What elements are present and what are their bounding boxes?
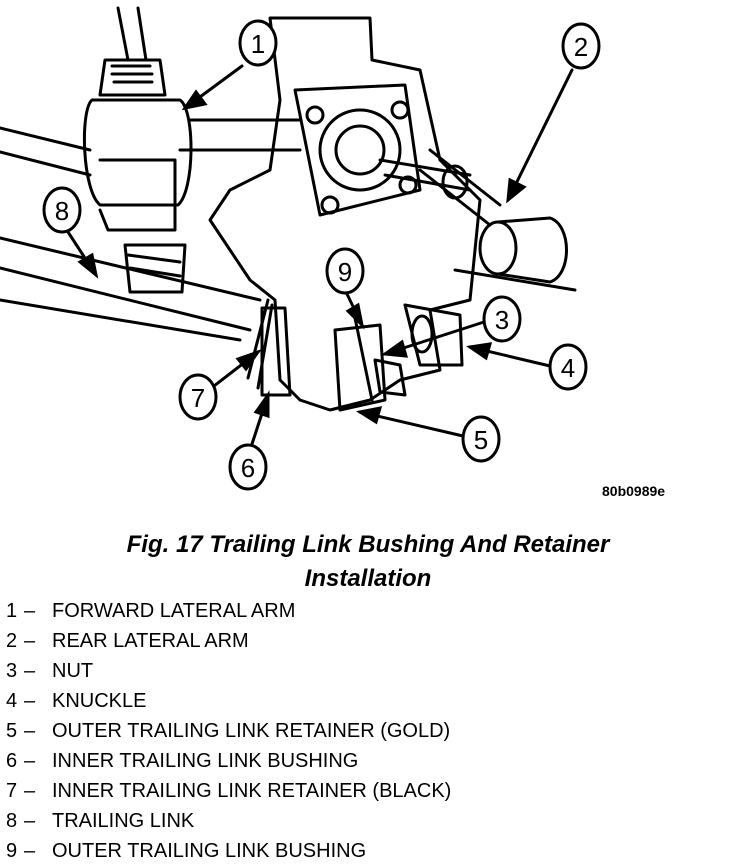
legend-number: 8 [6, 810, 18, 832]
legend-item: 3–NUT [6, 656, 451, 686]
figure-caption: Fig. 17 Trailing Link Bushing And Retain… [0, 528, 736, 596]
callout-7-number: 7 [191, 383, 205, 413]
rear-lateral-arm-drawing [418, 148, 577, 292]
legend-number: 2 [6, 630, 18, 652]
legend-label: INNER TRAILING LINK BUSHING [52, 750, 359, 772]
legend-item: 6–INNER TRAILING LINK BUSHING [6, 746, 451, 776]
callout-2-number: 2 [574, 32, 588, 62]
legend-dash: – [24, 600, 36, 622]
legend-label: OUTER TRAILING LINK RETAINER (GOLD) [52, 720, 451, 742]
legend-number: 7 [6, 780, 18, 802]
legend-dash: – [24, 750, 36, 772]
callout-3 [380, 295, 522, 358]
callout-4 [466, 342, 588, 391]
trailing-link-drawing [0, 236, 262, 342]
legend-dash: – [24, 810, 36, 832]
callout-9 [325, 247, 365, 330]
suspension-illustration: 1 2 3 4 5 6 7 8 9 [0, 6, 601, 491]
callout-2 [506, 22, 601, 204]
legend-dash: – [24, 690, 36, 712]
legend-dash: – [24, 780, 36, 802]
legend-item: 5–OUTER TRAILING LINK RETAINER (GOLD) [6, 716, 451, 746]
legend-item: 7–INNER TRAILING LINK RETAINER (BLACK) [6, 776, 451, 806]
legend-item: 9–OUTER TRAILING LINK BUSHING [6, 836, 451, 866]
legend-list: 1–FORWARD LATERAL ARM 2–REAR LATERAL ARM… [6, 596, 451, 866]
forward-lateral-arm-drawing [0, 6, 302, 294]
legend-label: NUT [52, 660, 94, 682]
bushing-and-retainer-drawing [246, 298, 464, 412]
legend-number: 5 [6, 720, 18, 742]
callout-8-number: 8 [55, 196, 69, 226]
knuckle-drawing [208, 16, 482, 412]
callout-4-number: 4 [561, 353, 575, 383]
legend-number: 3 [6, 660, 18, 682]
callout-3-number: 3 [495, 305, 509, 335]
figure-code: 80b0989e [602, 483, 666, 499]
legend-dash: – [24, 720, 36, 742]
callout-8 [42, 186, 99, 279]
legend-item: 2–REAR LATERAL ARM [6, 626, 451, 656]
legend-label: KNUCKLE [52, 690, 147, 712]
legend-label: TRAILING LINK [52, 810, 195, 832]
legend-dash: – [24, 840, 36, 862]
legend-item: 1–FORWARD LATERAL ARM [6, 596, 451, 626]
legend-dash: – [24, 630, 36, 652]
caption-line-1: Fig. 17 Trailing Link Bushing And Retain… [126, 531, 610, 558]
callout-6 [228, 390, 270, 491]
callout-5-number: 5 [474, 425, 488, 455]
legend-item: 8–TRAILING LINK [6, 806, 451, 836]
callout-1 [181, 19, 278, 111]
callout-9-number: 9 [338, 257, 352, 287]
caption-line-2: Installation [304, 565, 432, 592]
legend-label: REAR LATERAL ARM [52, 630, 249, 652]
legend-item: 4–KNUCKLE [6, 686, 451, 716]
legend-number: 4 [6, 690, 18, 712]
legend-label: FORWARD LATERAL ARM [52, 600, 296, 622]
legend-number: 6 [6, 750, 18, 772]
legend-number: 1 [6, 600, 18, 622]
legend-label: OUTER TRAILING LINK BUSHING [52, 840, 367, 862]
legend-label: INNER TRAILING LINK RETAINER (BLACK) [52, 780, 452, 802]
callout-5 [356, 406, 501, 463]
callout-1-number: 1 [251, 29, 265, 59]
legend-dash: – [24, 660, 36, 682]
callout-6-number: 6 [241, 453, 255, 483]
callout-7 [178, 349, 262, 421]
legend-number: 9 [6, 840, 18, 862]
